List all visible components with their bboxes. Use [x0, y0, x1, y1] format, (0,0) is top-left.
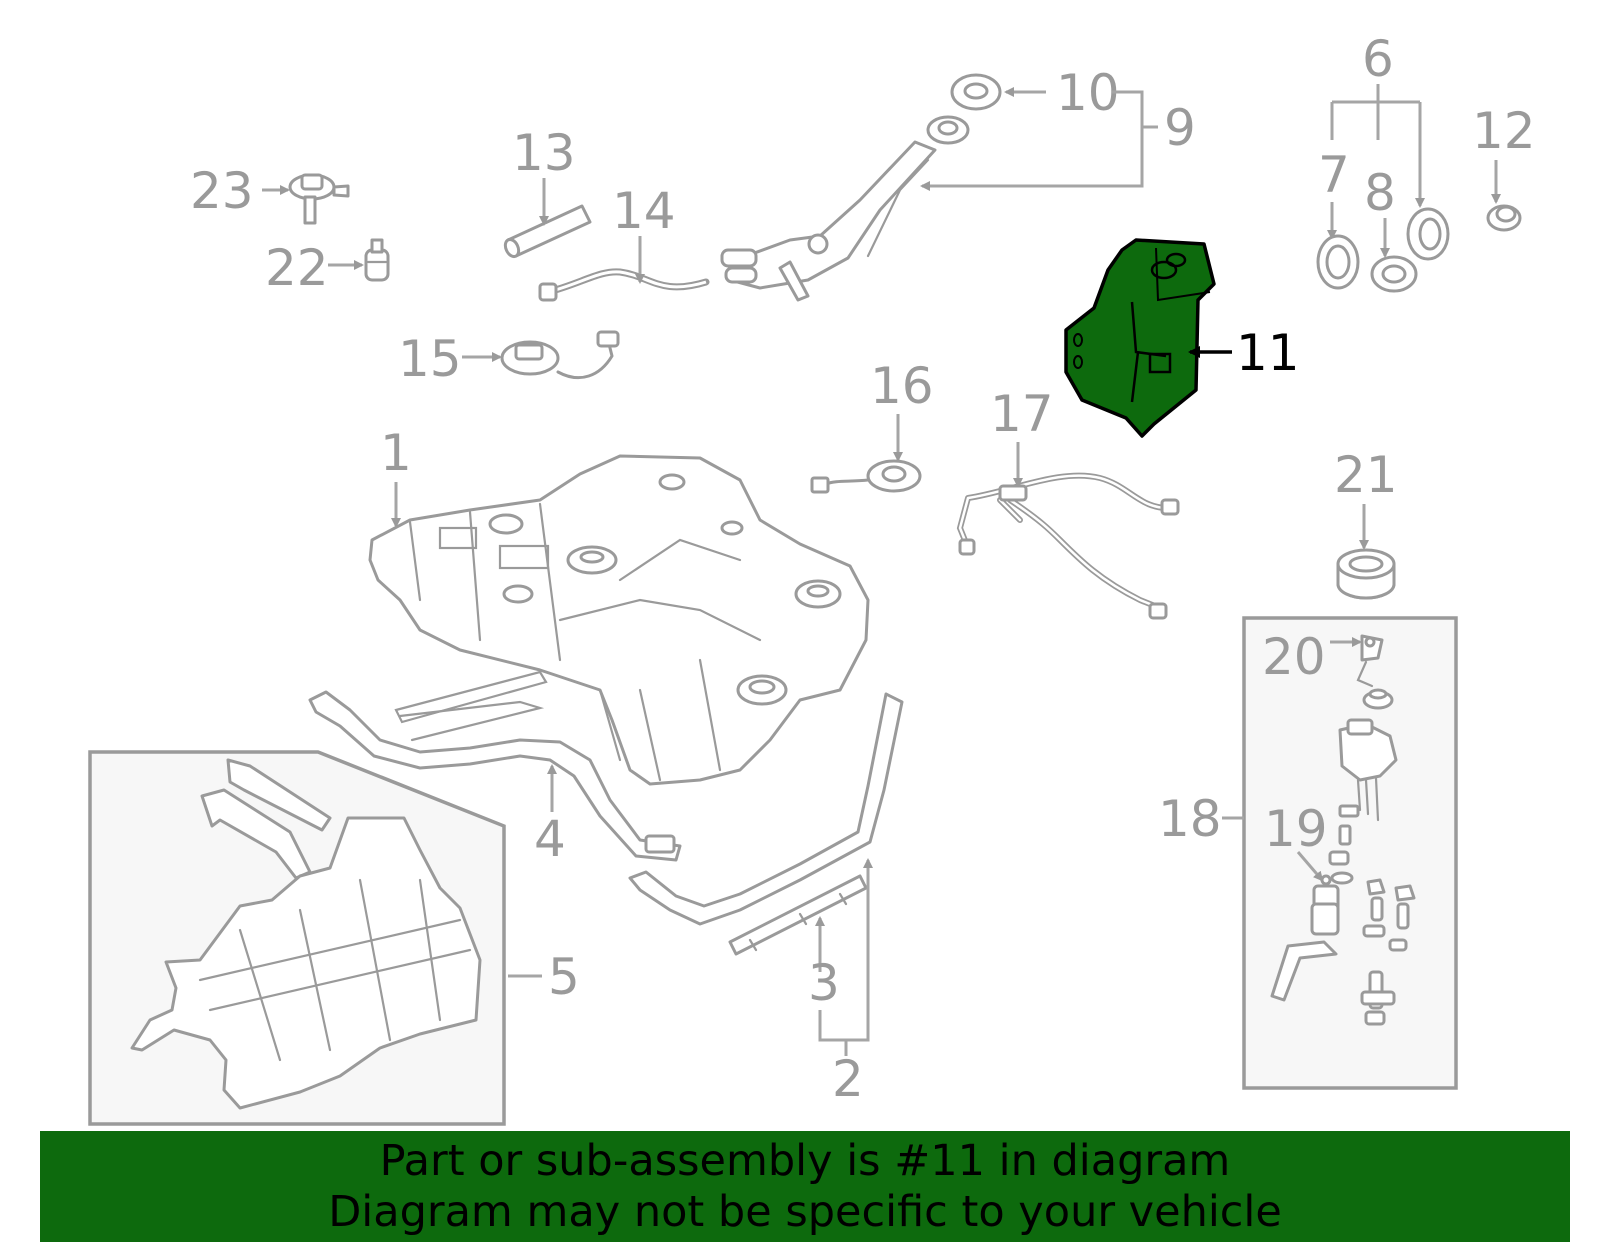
- part-15-sender[interactable]: [500, 330, 620, 380]
- part-6-grommet[interactable]: [1406, 207, 1450, 261]
- callout-8: 8: [1364, 164, 1396, 222]
- part-23-valve[interactable]: [288, 173, 350, 225]
- part-9-filler-neck[interactable]: [720, 115, 970, 302]
- part-8-grommet[interactable]: [1370, 255, 1418, 293]
- part-5-heat-insulator[interactable]: [130, 758, 482, 1110]
- callout-23: 23: [190, 162, 254, 220]
- part-4-tank-strap[interactable]: [308, 670, 682, 862]
- part-7-grommet[interactable]: [1316, 234, 1360, 290]
- part-16-sender-unit[interactable]: [810, 459, 922, 494]
- part-10-fuel-cap-gasket[interactable]: [950, 73, 1002, 111]
- part-19-fuel-pump[interactable]: [1320, 874, 1332, 886]
- callout-18: 18: [1158, 790, 1222, 848]
- part-13-tube[interactable]: [503, 204, 592, 259]
- callout-16: 16: [870, 357, 934, 415]
- part-21-lock-ring[interactable]: [1336, 548, 1396, 600]
- callout-2: 2: [832, 1050, 864, 1108]
- part-18-fuel-pump-module[interactable]: [1270, 634, 1416, 1026]
- callout-13: 13: [512, 124, 576, 182]
- callout-15: 15: [398, 330, 462, 388]
- callout-22: 22: [265, 239, 329, 297]
- callout-1: 1: [380, 424, 412, 482]
- callout-7: 7: [1318, 146, 1350, 204]
- part-12-plug[interactable]: [1486, 204, 1522, 232]
- part-18-box: [1242, 616, 1458, 1090]
- part-14-hose[interactable]: [538, 268, 710, 302]
- part-2-tank-strap[interactable]: [628, 692, 904, 926]
- part-20-regulator[interactable]: [1364, 636, 1376, 648]
- callout-3: 3: [808, 954, 840, 1012]
- callout-10: 10: [1056, 64, 1120, 122]
- banner-line-1: Part or sub-assembly is #11 in diagram: [379, 1135, 1231, 1186]
- part-22-check-valve[interactable]: [364, 238, 390, 282]
- callout-9: 9: [1164, 99, 1196, 157]
- callout-11: 11: [1236, 324, 1300, 382]
- callout-17: 17: [990, 385, 1054, 443]
- info-banner: Part or sub-assembly is #11 in diagram D…: [40, 1131, 1570, 1242]
- callout-5: 5: [548, 948, 580, 1006]
- callout-21: 21: [1334, 446, 1398, 504]
- callout-19: 19: [1264, 800, 1328, 858]
- callout-12: 12: [1472, 102, 1536, 160]
- part-3-bracket[interactable]: [728, 874, 868, 956]
- callout-14: 14: [612, 182, 676, 240]
- callout-6: 6: [1362, 30, 1394, 88]
- banner-line-2: Diagram may not be specific to your vehi…: [328, 1186, 1282, 1237]
- part-1-fuel-tank[interactable]: [368, 454, 870, 786]
- callout-4: 4: [534, 810, 566, 868]
- part-11-heat-shield[interactable]: [1064, 238, 1216, 438]
- part-17-wiring-harness[interactable]: [956, 472, 1180, 620]
- callout-20: 20: [1262, 628, 1326, 686]
